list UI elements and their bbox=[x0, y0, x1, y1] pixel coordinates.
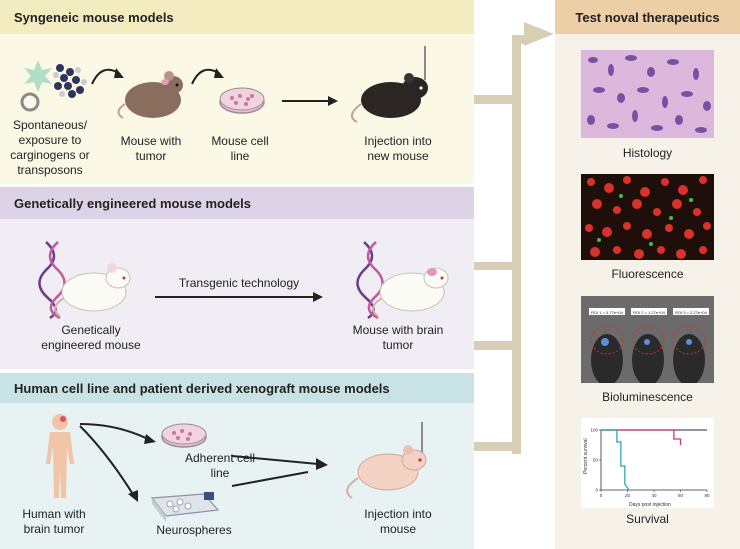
survival-xlabel: Days post injection bbox=[629, 502, 671, 508]
injection-new-mouse-label: Injection into new mouse bbox=[364, 134, 432, 163]
syngeneic-title: Syngeneic mouse models bbox=[14, 9, 174, 25]
arrows-fork bbox=[79, 423, 156, 502]
gem-mouse-label: Genetically engineered mouse bbox=[41, 323, 141, 352]
mouse-cell-line-label: Mouse cell line bbox=[211, 134, 269, 163]
neurosphere-flask-icon bbox=[150, 492, 220, 522]
roi-tag-1: ROI 1 = 3.77e+04 bbox=[591, 310, 624, 315]
fluorescence-image bbox=[581, 174, 714, 260]
fluorescence-label: Fluorescence bbox=[611, 267, 684, 281]
adherent-label: Adherent cell line bbox=[184, 451, 256, 480]
survival-x-tick-label: 0 bbox=[600, 493, 603, 498]
survival-series-2 bbox=[601, 429, 630, 491]
survival-series-1 bbox=[601, 429, 682, 445]
survival-y-tick-label: 50 bbox=[593, 458, 599, 463]
transgenic-label: Transgenic technology bbox=[178, 276, 300, 290]
adherent-dish-icon bbox=[161, 423, 207, 448]
therapeutics-title: Test noval therapeutics bbox=[575, 9, 720, 25]
survival-chart: 0 50 100 0 20 40 60 80 Percent survival Days po… bbox=[581, 418, 714, 508]
survival-x-tick-label: 20 bbox=[625, 493, 631, 498]
arrow-right-1 bbox=[282, 96, 338, 106]
survival-y-tick-label: 0 bbox=[595, 488, 598, 493]
mouse-with-tumor-label: Mouse with tumor bbox=[120, 134, 182, 163]
gem-title: Genetically engineered mouse models bbox=[14, 195, 251, 211]
nude-mouse-icon bbox=[346, 422, 427, 499]
histology-image bbox=[581, 50, 714, 138]
flow-arrow bbox=[474, 22, 554, 454]
survival-label: Survival bbox=[626, 512, 669, 526]
human-brain-tumor-label: Human with brain tumor bbox=[22, 507, 86, 536]
arrows-merge bbox=[231, 455, 328, 487]
carcinogen-illustration bbox=[20, 60, 87, 112]
injection-into-mouse-label: Injection into mouse bbox=[364, 507, 432, 536]
xenograft-title: Human cell line and patient derived xeno… bbox=[14, 380, 390, 396]
arrow-right-transgenic bbox=[155, 292, 323, 302]
roi-tag-2: ROI 2 = 1.27e+04 bbox=[633, 310, 666, 315]
mouse-brain-tumor-label: Mouse with brain tumor bbox=[352, 323, 444, 352]
mouse-with-tumor-icon bbox=[117, 71, 183, 119]
syngeneic-header: Syngeneic mouse models bbox=[0, 0, 474, 34]
gem-header: Genetically engineered mouse models bbox=[0, 187, 474, 219]
neurospheres-label: Neurospheres bbox=[156, 523, 232, 537]
dna-mouse-icon bbox=[38, 241, 131, 320]
bioluminescence-label: Bioluminescence bbox=[602, 390, 693, 404]
roi-tag-3: ROI 3 = 2.27e+04 bbox=[675, 310, 708, 315]
dna-mouse-brain-tumor-icon bbox=[356, 241, 449, 320]
survival-x-tick-label: 60 bbox=[678, 493, 684, 498]
arrow-curved-2 bbox=[191, 68, 224, 85]
spontaneous-label: Spontaneous/ exposure to carginogens or … bbox=[10, 118, 90, 177]
xenograft-header: Human cell line and patient derived xeno… bbox=[0, 373, 474, 403]
histology-label: Histology bbox=[622, 146, 673, 160]
survival-ylabel: Percent survival bbox=[583, 438, 589, 474]
therapeutics-header: Test noval therapeutics bbox=[555, 0, 740, 34]
arrow-curved-1 bbox=[91, 68, 124, 85]
survival-x-tick-label: 40 bbox=[651, 493, 657, 498]
injected-mouse-icon bbox=[350, 46, 428, 123]
survival-y-tick-label: 100 bbox=[590, 428, 598, 433]
bioluminescence-image: ROI 1 = 3.77e+04 ROI 2 = 1.27e+04 ROI 3 … bbox=[581, 296, 714, 383]
survival-x-tick-label: 80 bbox=[704, 493, 710, 498]
human-figure-icon bbox=[46, 414, 74, 498]
cell-culture-dish-icon bbox=[219, 87, 265, 114]
